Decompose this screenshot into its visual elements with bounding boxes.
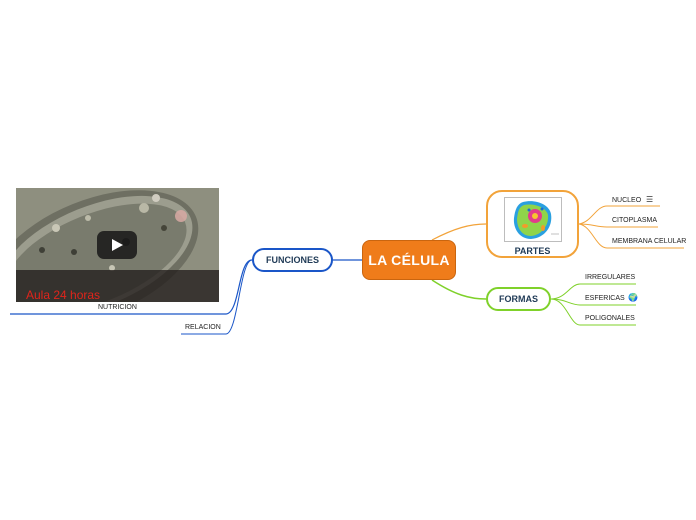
connector-relacion [181,259,253,335]
video-thumbnail[interactable]: Aula 24 horas [16,188,219,302]
subtopic-irregulares[interactable]: IRREGULARES [585,274,636,281]
topic-formas-label: FORMAS [499,294,538,304]
subtopic-nucleo[interactable]: NUCLEO [612,197,642,204]
video-caption-bar [16,270,219,302]
connector-poligonales [550,298,636,326]
connector-nucleo [578,205,660,225]
topic-partes[interactable]: PARTES [486,190,579,258]
connector-partes [431,223,487,241]
connector-esfericas [550,298,636,306]
cell-illustration [503,197,562,242]
cell-diagram-image [504,198,561,241]
subtopic-poligonales[interactable]: POLIGONALES [585,315,635,322]
subtopic-relacion[interactable]: RELACION [185,324,221,331]
connector-formas [431,279,487,300]
central-topic-label: LA CÉLULA [368,252,450,268]
topic-partes-label: PARTES [514,246,551,256]
topic-funciones-label: FUNCIONES [265,255,319,265]
notes-icon[interactable]: ☰ [646,195,654,204]
subtopic-membrana-celular[interactable]: MEMBRANA CELULAR [612,238,687,245]
subtopic-esfericas[interactable]: ESFERICAS [585,295,625,302]
connector-citoplasma [578,223,658,228]
subtopic-citoplasma[interactable]: CITOPLASMA [612,217,657,224]
topic-formas[interactable]: FORMAS [486,287,551,311]
video-title: Aula 24 horas [26,288,101,302]
topic-funciones[interactable]: FUNCIONES [252,248,333,272]
globe-icon[interactable]: 🌍 [628,293,638,302]
central-topic[interactable]: LA CÉLULA [362,240,456,280]
connector-membrana [578,223,684,249]
connector-irregulares [550,283,636,300]
subtopic-nutricion[interactable]: NUTRICION [98,304,137,311]
connector-nutricion [10,259,253,315]
play-icon [112,239,123,251]
play-button[interactable] [97,231,137,259]
